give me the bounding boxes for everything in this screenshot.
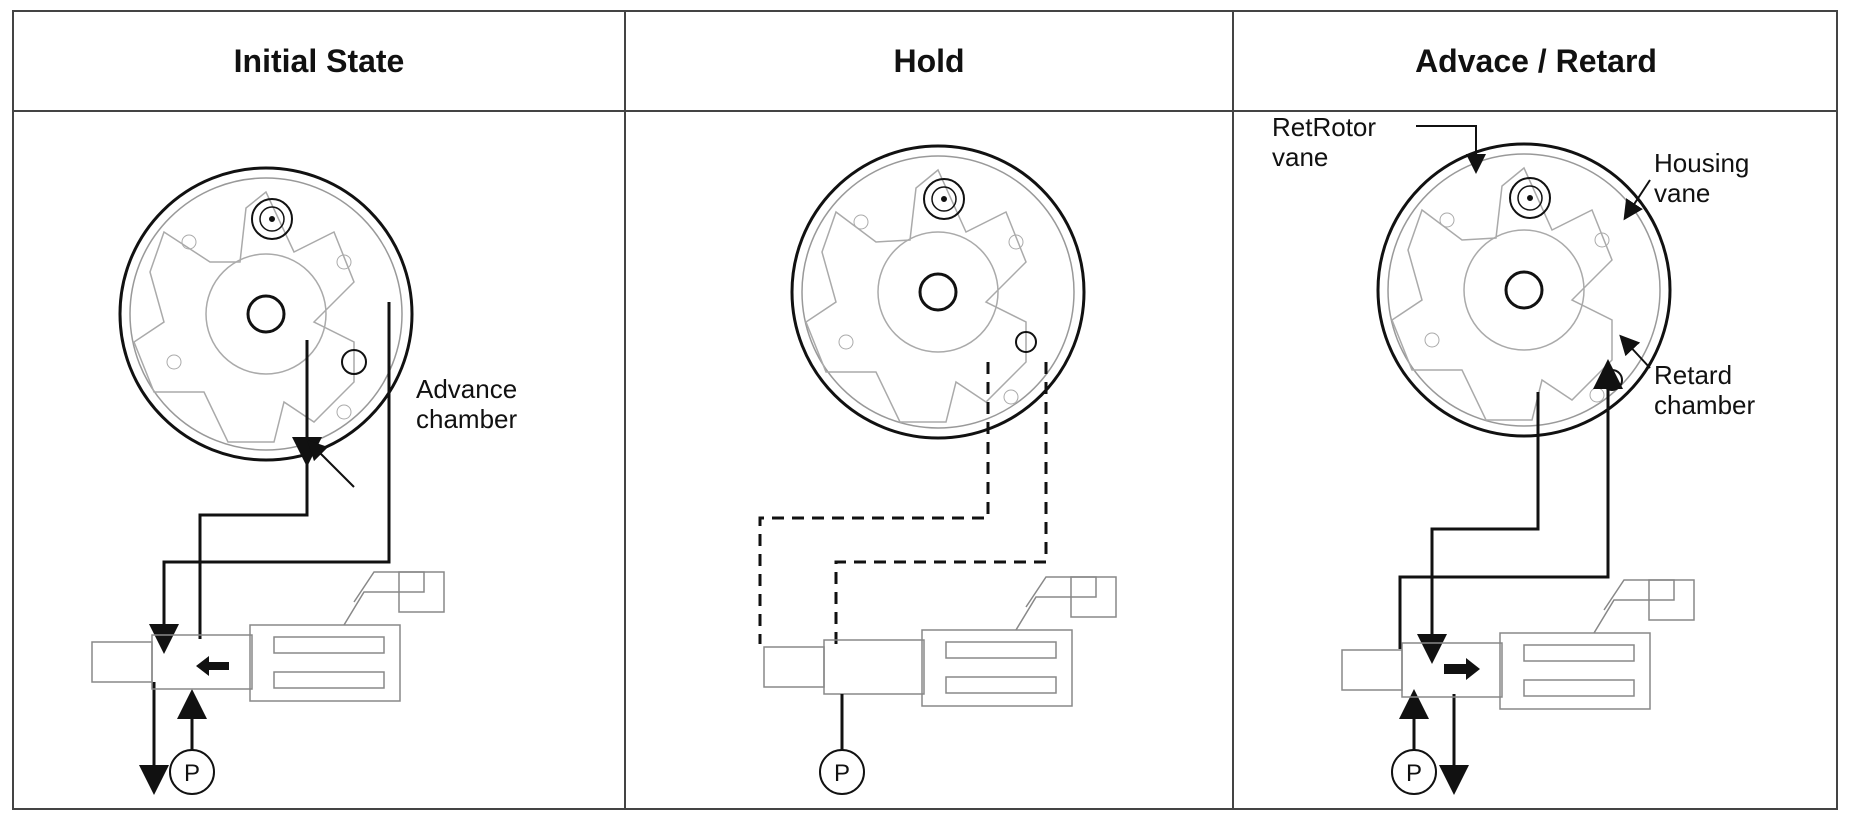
phaser-unit	[1376, 142, 1672, 438]
spool-direction-arrow	[196, 656, 229, 676]
oil-control-valve	[1341, 579, 1695, 710]
pump-symbol: P	[819, 749, 865, 795]
phaser-unit	[118, 166, 414, 462]
panel-title: Hold	[626, 12, 1232, 112]
vct-diagram-hold: P	[758, 144, 1117, 795]
rotor-vane-pointer	[1416, 125, 1486, 174]
pump-symbol: P	[169, 749, 215, 795]
spool-direction-arrow	[1444, 658, 1480, 680]
housing-vane-label: Housing vane	[1654, 148, 1750, 208]
panel-advance-retard: Advace / Retard	[1232, 12, 1838, 808]
svg-text:P: P	[1406, 760, 1422, 787]
pump-symbol: P	[1391, 749, 1437, 795]
panel-body: P Advance chamber	[14, 112, 624, 808]
panel-hold: Hold	[624, 12, 1232, 808]
rotor-vane-label: RetRotor vane	[1272, 112, 1377, 172]
panel-title: Advace / Retard	[1234, 12, 1838, 112]
svg-text:P: P	[834, 760, 850, 787]
svg-text:P: P	[184, 760, 200, 787]
oil-control-valve	[763, 576, 1117, 707]
panel-initial-state: Initial State	[14, 12, 624, 808]
advance-chamber-label: Advance chamber	[416, 374, 518, 434]
retard-chamber-label: Retard chamber	[1654, 360, 1756, 420]
panel-title: Initial State	[14, 12, 624, 112]
vct-diagram-advance-retard: P	[1341, 125, 1695, 795]
panel-body: P	[626, 112, 1232, 808]
housing-vane-pointer	[1623, 179, 1651, 221]
diagram-table: Initial State	[12, 10, 1838, 810]
phaser-unit	[790, 144, 1086, 440]
oil-control-valve	[91, 571, 445, 702]
panel-body: P RetRotor vane Housing vane Retard cham…	[1234, 112, 1838, 808]
vct-diagram-initial: P	[91, 166, 445, 795]
retard-chamber-pointer	[1619, 334, 1651, 369]
advance-chamber-pointer	[306, 439, 355, 488]
